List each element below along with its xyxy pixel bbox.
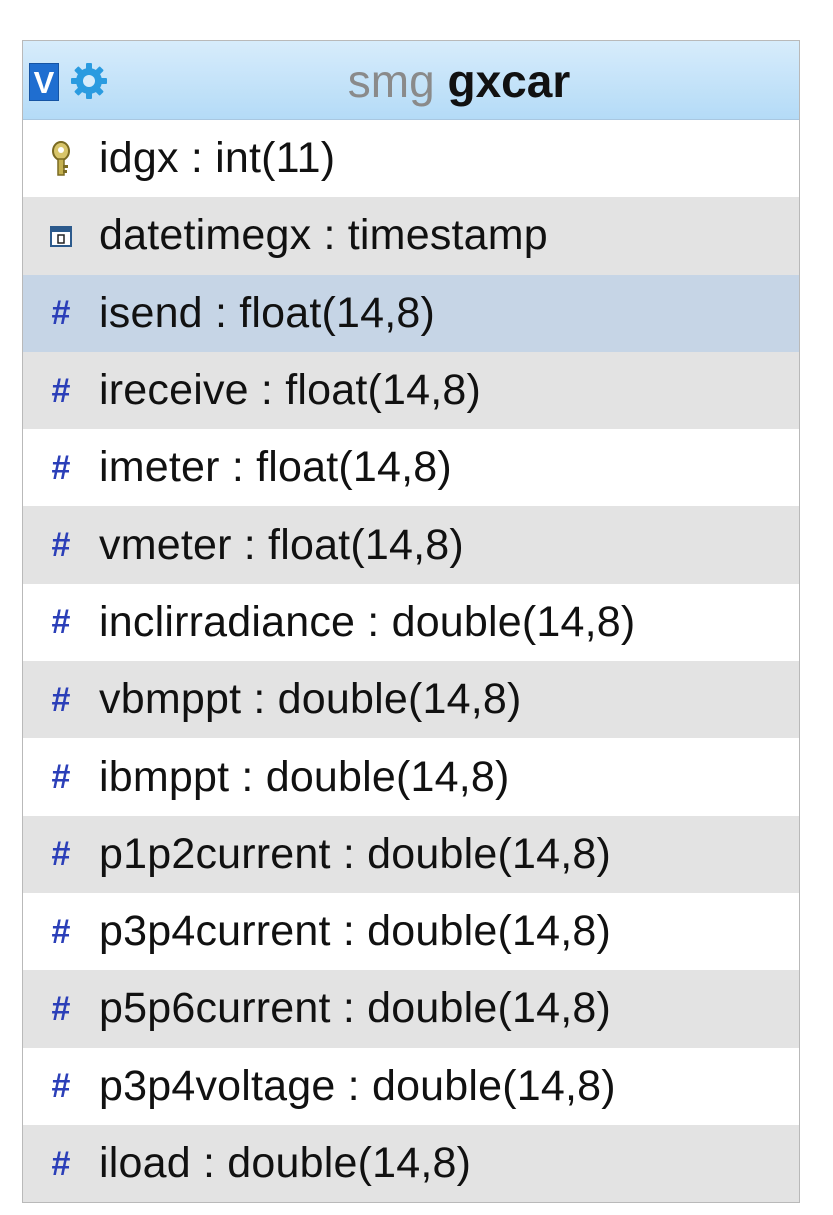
- numeric-icon: #: [51, 758, 71, 797]
- gear-icon[interactable]: [69, 61, 109, 101]
- numeric-icon: #: [51, 1067, 71, 1106]
- column-label: ireceive : float(14,8): [99, 366, 482, 415]
- column-label: vmeter : float(14,8): [99, 520, 464, 569]
- column-label: p1p2current : double(14,8): [99, 829, 611, 878]
- column-label: p3p4current : double(14,8): [99, 907, 611, 956]
- database-name: smg: [347, 55, 435, 107]
- column-row-datetimegx[interactable]: datetimegx : timestamp: [23, 197, 799, 275]
- numeric-icon: #: [51, 371, 71, 410]
- calendar-icon: [41, 225, 81, 247]
- column-label: idgx : int(11): [99, 134, 336, 183]
- collapse-button[interactable]: V: [29, 63, 59, 101]
- numeric-icon: #: [51, 526, 71, 565]
- column-label: ibmppt : double(14,8): [99, 752, 510, 801]
- numeric-icon: #: [51, 989, 71, 1028]
- column-row-inclirradiance[interactable]: # inclirradiance : double(14,8): [23, 584, 799, 661]
- table-title: smg gxcar: [119, 55, 799, 107]
- column-row-iload[interactable]: # iload : double(14,8): [23, 1124, 799, 1203]
- column-label: p5p6current : double(14,8): [99, 984, 611, 1033]
- column-row-ireceive[interactable]: # ireceive : float(14,8): [23, 351, 799, 430]
- column-list: idgx : int(11) datetimegx : timestamp # …: [23, 120, 799, 1203]
- numeric-icon: #: [51, 1144, 71, 1183]
- column-label: isend : float(14,8): [99, 288, 436, 337]
- column-row-p1p2current[interactable]: # p1p2current : double(14,8): [23, 815, 799, 893]
- column-row-ibmppt[interactable]: # ibmppt : double(14,8): [23, 738, 799, 815]
- numeric-icon: #: [51, 448, 71, 487]
- column-row-p3p4current[interactable]: # p3p4current : double(14,8): [23, 893, 799, 970]
- column-row-vbmppt[interactable]: # vbmppt : double(14,8): [23, 661, 799, 739]
- column-row-isend[interactable]: # isend : float(14,8): [23, 274, 799, 352]
- column-label: imeter : float(14,8): [99, 443, 452, 492]
- column-label: iload : double(14,8): [99, 1139, 472, 1187]
- column-row-imeter[interactable]: # imeter : float(14,8): [23, 429, 799, 506]
- numeric-icon: #: [51, 680, 71, 719]
- numeric-icon: #: [51, 835, 71, 874]
- column-label: p3p4voltage : double(14,8): [99, 1061, 616, 1110]
- numeric-icon: #: [51, 603, 71, 642]
- column-label: vbmppt : double(14,8): [99, 675, 522, 724]
- column-label: inclirradiance : double(14,8): [99, 597, 636, 646]
- table-name: gxcar: [447, 55, 571, 107]
- column-row-idgx[interactable]: idgx : int(11): [23, 120, 799, 197]
- table-header[interactable]: V smg gxcar: [23, 41, 799, 120]
- key-icon: [41, 140, 81, 177]
- column-row-vmeter[interactable]: # vmeter : float(14,8): [23, 506, 799, 584]
- column-row-p3p4voltage[interactable]: # p3p4voltage : double(14,8): [23, 1048, 799, 1125]
- numeric-icon: #: [51, 912, 71, 951]
- table-card-gxcar[interactable]: V smg gxcar: [22, 40, 800, 1204]
- column-row-p5p6current[interactable]: # p5p6current : double(14,8): [23, 970, 799, 1048]
- numeric-icon: #: [51, 294, 71, 333]
- column-label: datetimegx : timestamp: [99, 211, 548, 260]
